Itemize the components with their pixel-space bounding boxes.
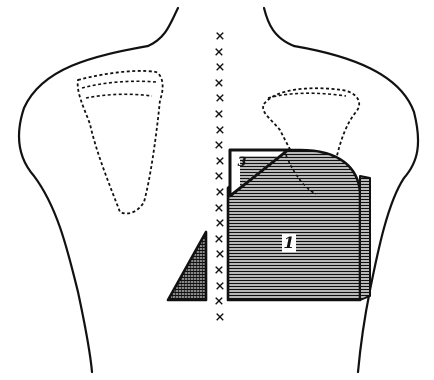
- left-scapula-outline: [78, 71, 163, 214]
- spine-marker-column: ×××××××××××××××××××: [214, 29, 226, 325]
- lower-left-triangle-area: [168, 232, 206, 300]
- spine-marker: ×: [214, 232, 225, 247]
- spine-marker: ×: [215, 29, 226, 44]
- spine-marker: ×: [214, 107, 225, 122]
- spine-marker: ×: [214, 294, 225, 309]
- spine-marker: ×: [215, 154, 226, 169]
- spine-marker: ×: [214, 201, 225, 216]
- zone-1-label: 1: [283, 233, 294, 252]
- spine-marker: ×: [214, 45, 225, 60]
- neck-right-contour: [264, 8, 294, 46]
- spine-marker: ×: [215, 123, 226, 138]
- spine-marker: ×: [215, 279, 226, 294]
- spine-marker: ×: [215, 91, 226, 106]
- spine-marker: ×: [215, 185, 226, 200]
- spine-marker: ×: [214, 169, 225, 184]
- left-scapula-spine-lower: [86, 94, 152, 98]
- spine-marker: ×: [215, 60, 226, 75]
- neck-left-contour: [148, 8, 178, 46]
- spine-marker: ×: [215, 216, 226, 231]
- spine-marker: ×: [214, 263, 225, 278]
- spine-marker: ×: [214, 138, 225, 153]
- right-hatched-strip: [360, 176, 370, 300]
- spine-marker: ×: [215, 247, 226, 262]
- left-scapula-spine: [82, 81, 156, 88]
- spine-marker: ×: [214, 76, 225, 91]
- body-left-contour: [19, 46, 148, 372]
- spine-marker: ×: [215, 310, 226, 325]
- zone-3-label: 3: [237, 155, 246, 170]
